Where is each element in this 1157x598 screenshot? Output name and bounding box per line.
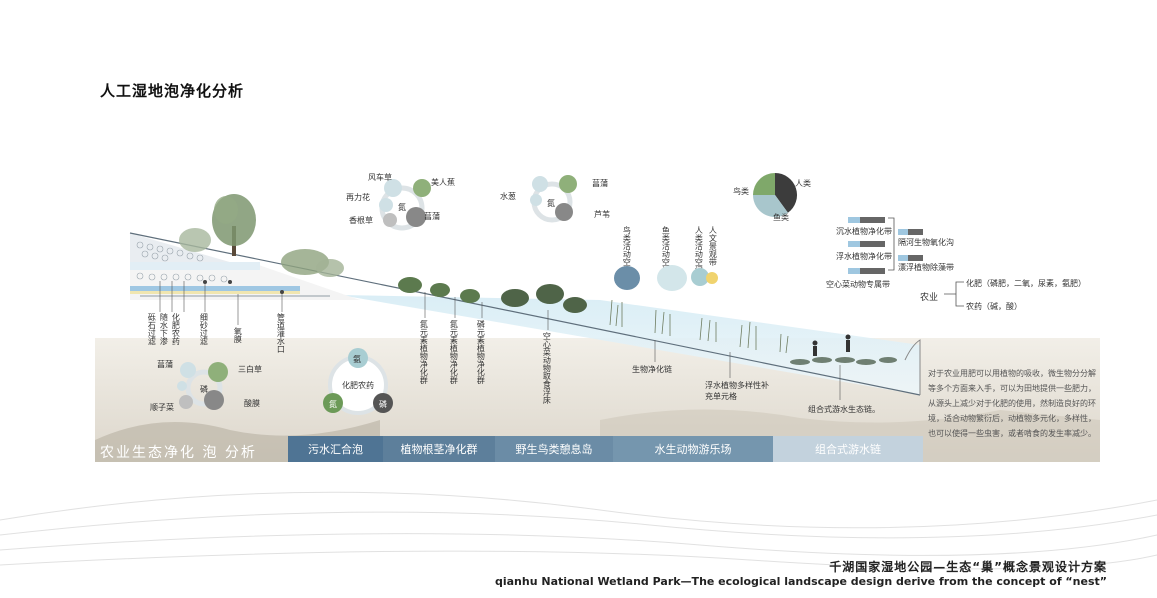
bubble-label: 芦苇	[594, 210, 610, 219]
legend-item: 浮水植物净化带	[836, 252, 892, 261]
species-pie-chart	[753, 173, 797, 217]
layer-label: 细砂过滤	[199, 313, 209, 345]
space-label: 人类活动空间	[694, 226, 704, 274]
bubble-label: 再力花	[346, 193, 370, 202]
bubble-label: 酸膜	[244, 399, 260, 408]
layer-label: 砾石过滤	[147, 313, 157, 345]
plant-label: 磷元素植物净化群	[476, 320, 486, 384]
description-text: 对于农业用肥可以用植物的吸收，微生物分分解等多个方面来入手，可以为田地提供一些肥…	[928, 369, 1096, 438]
legend-item: 隔河生物氧化沟	[898, 238, 954, 247]
layer-label: 随水下渗	[159, 313, 169, 345]
space-bubbles	[614, 265, 718, 291]
chain-label: 组合式游水生态链。	[808, 405, 880, 414]
fertilizer-cluster	[323, 348, 393, 415]
bubble-label: 香根草	[349, 216, 373, 225]
plant-label: 空心菜动物取食浮床	[542, 332, 552, 404]
pie-slice	[753, 173, 775, 195]
legend-swatch	[908, 229, 923, 235]
footer-title-en: qianhu National Wetland Park—The ecologi…	[494, 575, 1107, 588]
bubble-label: 风车草	[368, 173, 392, 182]
bubble-label: 美人蕉	[431, 178, 455, 187]
bubble-label: 三白草	[238, 365, 262, 374]
bubble-center: 氮	[398, 203, 406, 212]
layer-label: 氧膜	[233, 327, 243, 343]
space-label: 鸟类活动空间	[622, 226, 632, 274]
wetland-plants	[398, 277, 587, 313]
bubble-center: 磷	[200, 385, 208, 394]
chain-label: 生物净化链	[632, 365, 672, 374]
bubble-label: 顺子菜	[150, 403, 174, 412]
reeds	[609, 299, 789, 354]
agri-label: 农业	[920, 293, 939, 303]
bubble-label: 菖蒲	[157, 360, 173, 369]
footer-swoosh	[0, 491, 1157, 570]
fertilizer-item: 磷	[379, 400, 387, 409]
pie-slice	[775, 173, 797, 213]
pie-label: 鸟类	[733, 187, 749, 196]
band-aquatic-playground: 水生动物游乐场	[613, 436, 773, 462]
bottom-banner: 农业生态净化 泡 分析	[100, 445, 257, 461]
space-label: 人文景观带	[708, 226, 718, 266]
people-icon	[812, 334, 851, 356]
stepping-stones	[790, 357, 897, 365]
phosphorus-bubble-cluster	[177, 362, 228, 410]
tree-icon	[179, 194, 344, 277]
plant-label: 氮元素植物净化群	[449, 320, 459, 384]
legend-swatch	[848, 268, 860, 274]
plant-label: 氮元素植物净化群	[419, 320, 429, 384]
fertilizer-label: 化肥农药	[342, 381, 374, 390]
legend-swatch	[860, 268, 885, 274]
legend-swatch	[860, 217, 885, 223]
bubble-label: 菖蒲	[424, 212, 440, 221]
band-sewage-pool: 污水汇合泡	[288, 436, 383, 462]
space-label: 鱼类活动空间	[661, 226, 671, 274]
layer-label: 管道灌水口	[276, 313, 286, 353]
legend-swatch	[848, 217, 860, 223]
legend-swatch	[908, 255, 923, 261]
agri-item: 化肥（磷肥，二氧，尿素，氨肥）	[966, 279, 1086, 288]
layer-label: 化肥农药	[171, 313, 181, 345]
legend-swatch	[898, 255, 908, 261]
legend-swatch	[898, 229, 908, 235]
chain-label: 浮水植物多样性补充单元格	[705, 381, 769, 401]
legend-bracket	[888, 217, 895, 271]
bubble-label: 菖蒲	[592, 179, 608, 188]
water-body	[340, 295, 920, 395]
band-bird-island: 野生鸟类憩息岛	[495, 436, 613, 462]
footer-title-cn: 千湖国家湿地公园—生态“巢”概念景观设计方案	[829, 560, 1107, 574]
pie-label: 鱼类	[773, 213, 789, 222]
band-plant-roots: 植物根茎净化群	[383, 436, 495, 462]
fertilizer-item: 氮	[329, 400, 337, 409]
page-title: 人工湿地泡净化分析	[100, 82, 245, 100]
pie-slice	[753, 195, 788, 217]
agri-bracket	[944, 281, 964, 307]
legend-item: 空心菜动物专属带	[826, 280, 890, 289]
legend-swatch	[848, 241, 860, 247]
nitrogen-bubble-cluster-left	[379, 179, 431, 231]
nitrogen-bubble-cluster-mid	[530, 175, 577, 223]
legend-item: 沉水植物净化带	[836, 227, 892, 236]
pie-label: 人类	[795, 179, 811, 188]
fertilizer-item: 氨	[353, 355, 361, 364]
band-swim-chain: 组合式游水链	[773, 436, 923, 462]
bubble-label: 水葱	[500, 192, 516, 201]
legend-item: 漂浮植物除藻带	[898, 263, 954, 272]
legend-swatch	[860, 241, 885, 247]
bubble-center: 氮	[547, 199, 555, 208]
agri-item: 农药（碱，酸）	[966, 302, 1022, 311]
